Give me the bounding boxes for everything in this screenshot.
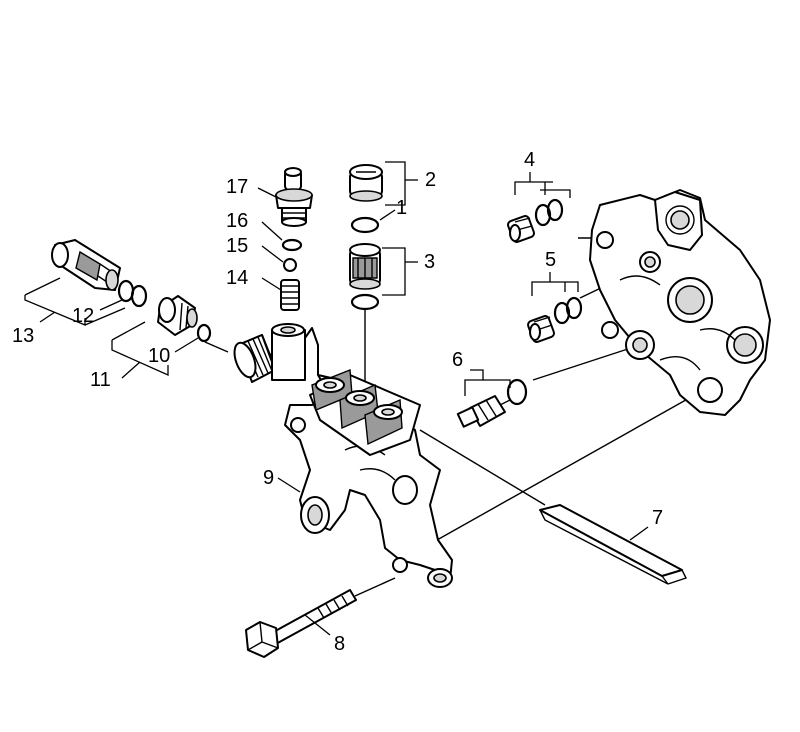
- callout-3: 3: [424, 251, 435, 273]
- callout-4: 4: [524, 149, 535, 171]
- callout-16: 16: [226, 210, 248, 232]
- part-3-valve: [349, 243, 381, 290]
- part-3-o-ring: [350, 293, 380, 311]
- callout-5: 5: [545, 249, 556, 271]
- callout-2: 2: [425, 169, 436, 191]
- callout-7: 7: [652, 507, 663, 529]
- callout-8: 8: [334, 633, 345, 655]
- callout-13: 13: [12, 325, 34, 347]
- callout-15: 15: [226, 235, 248, 257]
- part-12-o-rings: [117, 279, 148, 308]
- part-7-gasket: [539, 504, 687, 585]
- part-4-valve-set: [507, 198, 564, 243]
- part-17-nozzle-fitting: [275, 167, 313, 227]
- part-16-o-ring: [281, 238, 303, 252]
- callout-12: 12: [72, 305, 94, 327]
- callout-11: 11: [90, 369, 111, 391]
- leader-lines: [24, 161, 649, 636]
- part-11-inlet-fitting: [157, 295, 198, 336]
- callout-17: 17: [226, 176, 248, 198]
- part-14-spring: [280, 279, 300, 311]
- part-15-ball: [283, 258, 297, 272]
- part-10-o-ring: [196, 323, 212, 343]
- part-5-valve-set: [527, 296, 583, 343]
- callout-9: 9: [263, 467, 274, 489]
- callout-10: 10: [148, 345, 170, 367]
- manifold-valve-blocks: [309, 369, 421, 456]
- callout-labels: 2 1 3 4 5 6 7 8 9 10 11 12 13 14 15 16 1…: [12, 149, 663, 655]
- part-13-connector: [51, 239, 121, 291]
- callout-14: 14: [226, 267, 248, 289]
- part-2-valve-cap: [349, 164, 383, 202]
- part-6-check-valve: [456, 378, 528, 428]
- callout-6: 6: [452, 349, 463, 371]
- pump-head-housing: [589, 189, 771, 416]
- part-1-o-ring: [350, 216, 380, 234]
- part-9-manifold: [233, 323, 453, 588]
- part-8-bolt: [245, 589, 357, 658]
- callout-1: 1: [396, 197, 407, 219]
